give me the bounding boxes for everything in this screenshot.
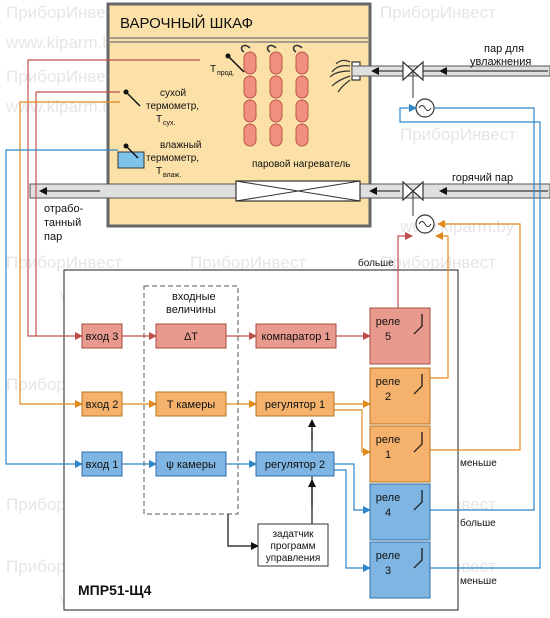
regulator-1-block: регулятор 1 <box>255 391 335 417</box>
t-prod-sub: прод. <box>217 70 235 77</box>
svg-text:www.kiparm.by: www.kiparm.by <box>5 33 121 52</box>
hot-steam-pipe <box>29 180 550 202</box>
svg-text:регулятор 1: регулятор 1 <box>265 399 325 411</box>
svg-text:компаратор 1: компаратор 1 <box>261 331 330 343</box>
svg-text:3: 3 <box>385 565 391 577</box>
wet-t: T <box>156 166 162 177</box>
relay-1: реле 1 <box>369 425 431 483</box>
product-probe-icon <box>225 53 245 73</box>
heater-label: паровой нагреватель <box>252 159 350 170</box>
svg-text:ΔT: ΔT <box>184 331 198 343</box>
svg-text:ПриборИнвест: ПриборИнвест <box>380 253 496 272</box>
wet-t-sub: влаж. <box>163 172 181 179</box>
relay-2: реле 2 <box>369 367 431 425</box>
less-label-1: меньше <box>460 458 497 469</box>
svg-text:реле: реле <box>376 550 400 562</box>
more-label-2: больше <box>460 517 496 529</box>
relay-3: реле 3 <box>369 541 431 599</box>
svg-text:4: 4 <box>385 507 391 519</box>
wet-line2: термометр, <box>146 153 199 164</box>
humidity-valve-icon <box>402 60 435 118</box>
wet-line1: влажный <box>160 140 201 151</box>
svg-text:реле: реле <box>376 492 400 504</box>
humid-label-2: увлажнения <box>470 56 531 68</box>
input-2-block: вход 2 <box>81 391 123 417</box>
exhaust-label-1: отрабо- <box>44 203 84 215</box>
humid-label-1: пар для <box>484 43 524 55</box>
red-signal-lines <box>27 59 413 340</box>
blue-signal-lines <box>5 104 541 572</box>
t-camera-block: T камеры <box>155 391 227 417</box>
svg-text:программ: программ <box>270 541 315 552</box>
cabinet-title: ВАРОЧНЫЙ ШКАФ <box>120 14 253 32</box>
svg-text:вход 2: вход 2 <box>86 399 119 411</box>
dry-line1: сухой <box>160 88 186 99</box>
svg-text:реле: реле <box>376 316 400 328</box>
svg-text:ПриборИнвест: ПриборИнвест <box>190 253 306 272</box>
input-values-group <box>143 285 239 515</box>
exhaust-label-2: танный <box>44 217 81 229</box>
input-group-label-2: величины <box>166 304 216 316</box>
svg-text:2: 2 <box>385 391 391 403</box>
controller-model: МПР51-Щ4 <box>78 582 152 598</box>
relay-5: реле 5 <box>369 307 431 365</box>
t-prod-label: T <box>210 64 216 75</box>
svg-text:T камеры: T камеры <box>167 399 216 411</box>
hot-steam-label: горячий пар <box>452 172 513 184</box>
svg-text:реле: реле <box>376 376 400 388</box>
svg-text:регулятор 2: регулятор 2 <box>265 459 325 471</box>
input-3-block: вход 3 <box>81 323 123 349</box>
dry-t-sub: сух. <box>163 120 176 127</box>
program-setter-block: задатчик программ управления <box>257 523 329 567</box>
svg-text:ПриборИнвест: ПриборИнвест <box>6 67 122 86</box>
more-label-top: больше <box>358 257 394 269</box>
dry-t: T <box>156 114 162 125</box>
svg-text:вход 3: вход 3 <box>86 331 119 343</box>
dry-line2: термометр, <box>146 101 199 112</box>
svg-text:ψ камеры: ψ камеры <box>166 459 216 471</box>
input-1-block: вход 1 <box>81 451 123 477</box>
dry-thermometer-icon <box>123 89 141 107</box>
psi-camera-block: ψ камеры <box>155 451 227 477</box>
input-group-label-1: входные <box>172 291 216 303</box>
svg-text:www.kiparm.by: www.kiparm.by <box>5 97 121 116</box>
sausages-icon <box>240 44 309 147</box>
heating-valve-icon <box>402 180 435 234</box>
svg-text:1: 1 <box>385 449 391 461</box>
regulator-2-block: регулятор 2 <box>255 451 335 477</box>
relay-4: реле 4 <box>369 483 431 541</box>
delta-t-block: ΔT <box>155 323 227 349</box>
svg-text:ПриборИнвест: ПриборИнвест <box>6 253 122 272</box>
svg-text:ПриборИнвест: ПриборИнвест <box>400 125 516 144</box>
exhaust-label-3: пар <box>44 231 62 243</box>
svg-text:ПриборИнвест: ПриборИнвест <box>380 3 496 22</box>
comparator-1-block: компаратор 1 <box>255 323 337 349</box>
svg-text:реле: реле <box>376 434 400 446</box>
svg-text:ПриборИнвест: ПриборИнвест <box>6 3 122 22</box>
svg-text:задатчик: задатчик <box>272 529 314 540</box>
less-label-2: меньше <box>460 576 497 587</box>
wet-thermometer-icon <box>117 143 145 169</box>
orange-signal-lines <box>19 101 521 456</box>
svg-text:5: 5 <box>385 331 391 343</box>
svg-text:управления: управления <box>266 553 321 564</box>
svg-text:вход 1: вход 1 <box>86 459 119 471</box>
